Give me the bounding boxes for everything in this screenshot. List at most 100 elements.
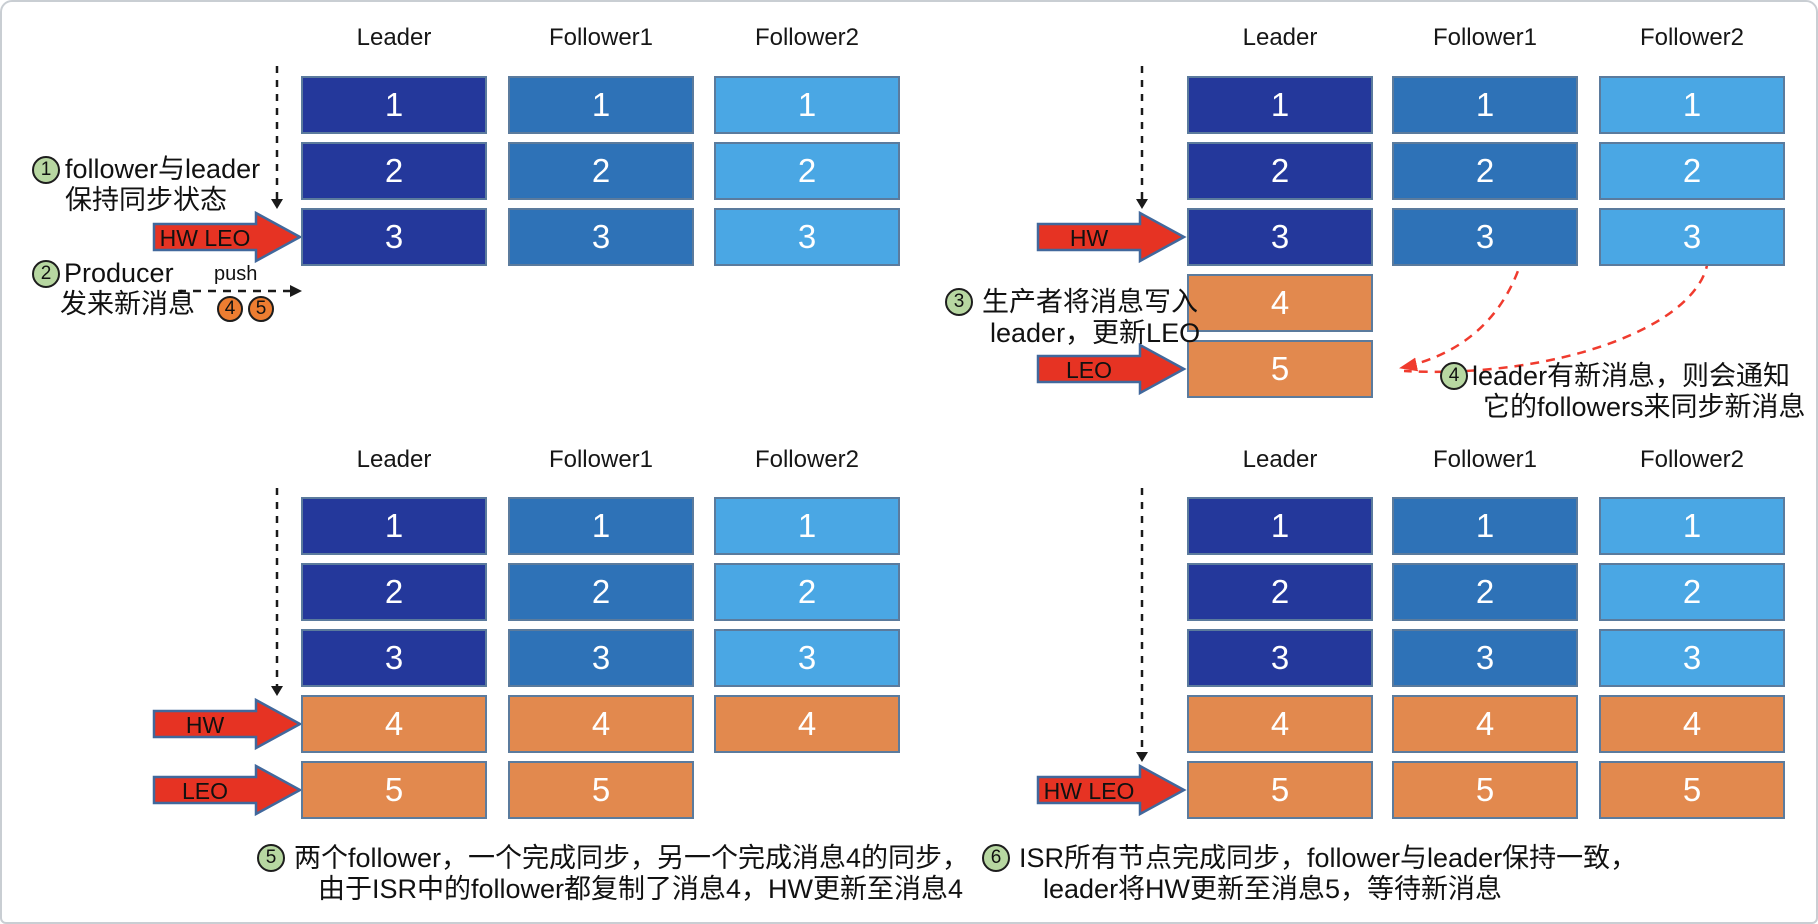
pointer-arrow-shape [1036, 210, 1187, 264]
column-header-follower1: Follower1 [548, 446, 654, 473]
pointer-arrow-shape [152, 210, 303, 264]
sync-request-arrow-1 [1399, 255, 1525, 372]
column-header-leader: Leader [356, 24, 432, 51]
annotation-step6-line1: ISR所有节点完成同步，follower与leader保持一致， [1019, 843, 1638, 873]
log-block-follower2-msg3: 3 [714, 208, 900, 266]
log-block-follower2-msg2: 2 [1599, 563, 1785, 621]
annotation-step3-line2: leader，更新LEO [990, 318, 1201, 348]
push-label: push [214, 263, 258, 285]
pointer-arrow-shape [1036, 342, 1187, 396]
log-block-follower1-msg1: 1 [508, 497, 694, 555]
log-block-follower2-msg4: 4 [714, 695, 900, 753]
log-block-follower1-msg1: 1 [1392, 497, 1578, 555]
log-block-follower1-msg2: 2 [508, 563, 694, 621]
log-block-leader-msg1: 1 [1187, 76, 1373, 134]
log-block-follower2-msg4: 4 [1599, 695, 1785, 753]
column-header-follower2: Follower2 [1639, 24, 1745, 51]
log-block-leader-msg3: 3 [1187, 629, 1373, 687]
hw-leo-pointer-arrow: HW LEO [1036, 763, 1187, 817]
pending-message-badge-5: 5 [248, 296, 274, 322]
log-block-leader-msg3: 3 [1187, 208, 1373, 266]
log-block-follower2-msg3: 3 [1599, 629, 1785, 687]
log-block-leader-msg4: 4 [1187, 274, 1373, 332]
step-badge-2: 2 [32, 260, 60, 288]
log-block-follower2-msg3: 3 [714, 629, 900, 687]
column-header-follower1: Follower1 [1432, 24, 1538, 51]
log-block-follower1-msg4: 4 [1392, 695, 1578, 753]
pointer-arrow-shape [152, 697, 303, 751]
dashed-flow-arrowhead-top-left [271, 199, 283, 209]
log-block-follower2-msg1: 1 [714, 76, 900, 134]
log-block-leader-msg5: 5 [1187, 761, 1373, 819]
log-block-leader-msg2: 2 [1187, 142, 1373, 200]
dashed-flow-arrowhead-bottom-left [271, 686, 283, 696]
step-badge-4: 4 [1440, 362, 1468, 390]
hw-leo-pointer-arrow: HW LEO [152, 210, 303, 264]
log-block-leader-msg5: 5 [301, 761, 487, 819]
annotation-step2-line1: Producer [64, 258, 174, 288]
log-block-follower2-msg2: 2 [714, 142, 900, 200]
step-badge-1: 1 [32, 156, 60, 184]
log-block-leader-msg2: 2 [1187, 563, 1373, 621]
log-block-follower1-msg3: 3 [508, 629, 694, 687]
log-block-leader-msg1: 1 [301, 76, 487, 134]
hw-pointer-arrow: HW [152, 697, 303, 751]
log-block-leader-msg1: 1 [301, 497, 487, 555]
log-block-follower1-msg3: 3 [1392, 208, 1578, 266]
log-block-follower1-msg4: 4 [508, 695, 694, 753]
column-header-leader: Leader [1242, 24, 1318, 51]
pointer-arrow-shape [1036, 763, 1187, 817]
pointer-arrow-label: LEO [1066, 357, 1112, 383]
log-block-leader-msg1: 1 [1187, 497, 1373, 555]
log-block-follower1-msg2: 2 [508, 142, 694, 200]
annotation-step1-line1: follower与leader [65, 154, 261, 184]
dashed-flow-arrowhead-bottom-right [1136, 752, 1148, 762]
column-header-leader: Leader [1242, 446, 1318, 473]
log-block-follower2-msg1: 1 [1599, 76, 1785, 134]
pointer-arrow-label: HW LEO [1044, 778, 1135, 804]
sync-request-arrow-2 [1403, 259, 1710, 374]
log-block-follower2-msg1: 1 [714, 497, 900, 555]
dashed-flow-arrowhead-top-right [1136, 199, 1148, 209]
log-block-leader-msg3: 3 [301, 208, 487, 266]
log-block-follower1-msg5: 5 [508, 761, 694, 819]
annotation-step3-line1: 生产者将消息写入 [982, 287, 1198, 317]
log-block-follower2-msg2: 2 [714, 563, 900, 621]
pointer-arrow-label: HW [1070, 225, 1109, 251]
log-block-leader-msg3: 3 [301, 629, 487, 687]
pointer-arrow-label: HW [186, 712, 225, 738]
pointer-arrow-label: HW LEO [160, 225, 251, 251]
log-block-follower1-msg1: 1 [1392, 76, 1578, 134]
log-block-follower1-msg3: 3 [508, 208, 694, 266]
log-block-leader-msg4: 4 [1187, 695, 1373, 753]
annotation-step5-line1: 两个follower，一个完成同步，另一个完成消息4的同步， [294, 843, 970, 873]
pointer-arrow-shape [152, 763, 303, 817]
column-header-follower2: Follower2 [754, 24, 860, 51]
push-arrowhead [290, 285, 302, 297]
column-header-follower2: Follower2 [1639, 446, 1745, 473]
pointer-arrow-label: LEO [182, 778, 228, 804]
leo-pointer-arrow: LEO [1036, 342, 1187, 396]
log-block-follower1-msg3: 3 [1392, 629, 1578, 687]
log-block-follower2-msg3: 3 [1599, 208, 1785, 266]
column-header-follower1: Follower1 [548, 24, 654, 51]
step-badge-3: 3 [945, 288, 973, 316]
log-block-follower1-msg1: 1 [508, 76, 694, 134]
step-badge-6: 6 [982, 844, 1010, 872]
annotation-step4-line2: 它的followers来同步新消息 [1483, 392, 1806, 422]
log-block-leader-msg5: 5 [1187, 340, 1373, 398]
log-block-follower1-msg5: 5 [1392, 761, 1578, 819]
annotation-step5-line2: 由于ISR中的follower都复制了消息4，HW更新至消息4 [318, 874, 964, 904]
leo-pointer-arrow: LEO [152, 763, 303, 817]
annotation-step1-line2: 保持同步状态 [65, 185, 227, 215]
log-block-leader-msg4: 4 [301, 695, 487, 753]
annotation-step2-line2: 发来新消息 [60, 289, 195, 319]
column-header-follower2: Follower2 [754, 446, 860, 473]
log-block-follower2-msg2: 2 [1599, 142, 1785, 200]
log-block-leader-msg2: 2 [301, 142, 487, 200]
step-badge-5: 5 [257, 844, 285, 872]
hw-pointer-arrow: HW [1036, 210, 1187, 264]
column-header-leader: Leader [356, 446, 432, 473]
column-header-follower1: Follower1 [1432, 446, 1538, 473]
